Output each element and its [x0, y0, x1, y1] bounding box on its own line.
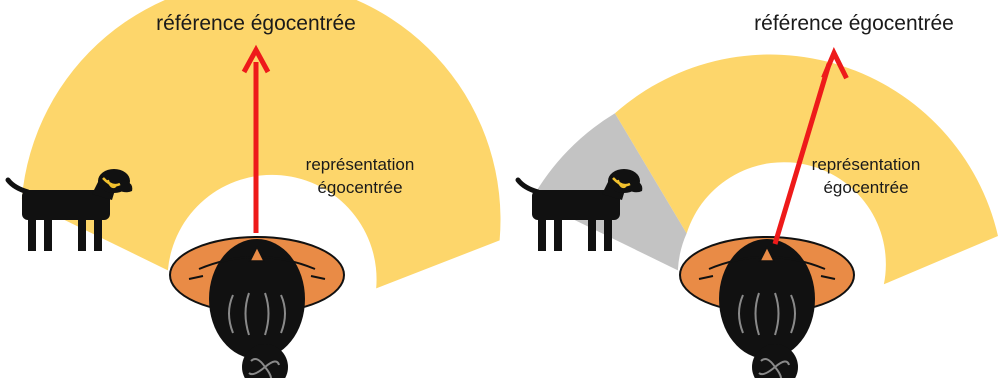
- person-top-view-icon: [679, 236, 855, 378]
- reference-arrow: [241, 44, 271, 233]
- panel-left: référence égocentrée représentation égoc…: [8, 0, 501, 378]
- person-top-view-icon: [169, 236, 345, 378]
- panel-right: référence égocentrée représentation égoc…: [518, 12, 998, 378]
- egocentric-field: [614, 54, 998, 285]
- reference-title: référence égocentrée: [754, 12, 954, 35]
- reference-title: référence égocentrée: [156, 12, 356, 35]
- field-label-line-2: égocentrée: [317, 178, 402, 197]
- field-label-line-2: égocentrée: [823, 178, 908, 197]
- field-label-line-1: représentation: [306, 155, 415, 174]
- egocentric-field: [21, 0, 501, 289]
- field-label-line-1: représentation: [812, 155, 921, 174]
- reference-arrow: [772, 47, 849, 245]
